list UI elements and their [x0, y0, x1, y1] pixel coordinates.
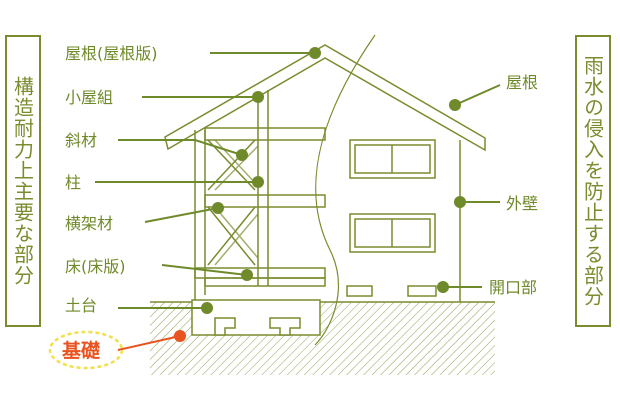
label-openings: 開口部: [489, 278, 537, 297]
label-roof-frame: 小屋組: [65, 88, 113, 107]
label-column: 柱: [65, 173, 81, 192]
label-exterior-wall: 外壁: [506, 194, 538, 213]
highlight-ring: [48, 330, 124, 370]
structural-parts-box: 構造耐力上主要な部分: [5, 35, 41, 327]
label-foundation: 基礎: [61, 339, 100, 362]
label-roof-slab: 屋根(屋根版): [65, 44, 158, 63]
label-roof: 屋根: [506, 73, 538, 92]
label-diagonal-brace: 斜材: [65, 131, 97, 150]
house-frame: [164, 34, 486, 346]
structural-parts-title: 構造耐力上主要な部分: [10, 76, 35, 286]
rain-prevention-box: 雨水の侵入を防止する部分: [575, 35, 611, 327]
callout-dots: [174, 47, 466, 342]
foundation: [191, 299, 321, 336]
rain-prevention-title: 雨水の侵入を防止する部分: [580, 55, 605, 307]
callout-lines: [95, 52, 501, 351]
label-beam: 横架材: [65, 214, 113, 233]
label-floor-slab: 床(床版): [65, 257, 126, 276]
label-sill: 土台: [65, 296, 97, 315]
